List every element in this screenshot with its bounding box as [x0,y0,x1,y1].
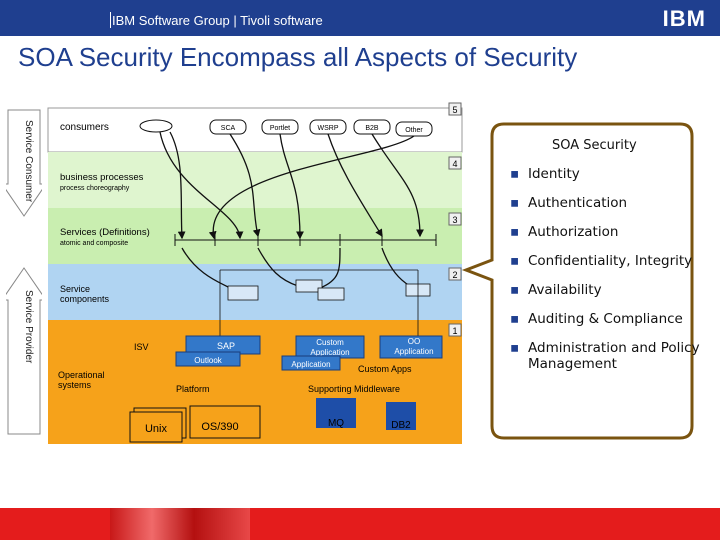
consumer-ellipse [139,119,173,133]
service-components [219,269,431,340]
outlook-box: Outlook [175,351,241,367]
security-item-auditing: ▪Auditing & Compliance [510,311,683,327]
service-consumer-label: Service Consumer [23,120,34,203]
svg-text:WSRP: WSRP [318,125,339,132]
business-processes-label: business processes [60,172,144,183]
bullet-icon: ▪ [510,166,520,182]
bullet-icon: ▪ [510,195,520,211]
svg-text:Application: Application [394,347,433,356]
security-list: ▪Identity ▪Authentication ▪Authorization… [510,166,710,385]
service-provider-label: Service Provider [23,290,34,364]
side-arrows [6,109,42,435]
svg-text:1: 1 [452,326,457,336]
svg-text:Application: Application [310,348,349,357]
mq-box: MQ [316,398,356,429]
db2-box: DB2 [386,402,416,431]
layer-number-1: 1 [448,323,462,337]
svg-text:Application: Application [291,360,330,369]
service-components-label-2: components [60,294,110,304]
svg-text:MQ: MQ [328,418,344,429]
svg-text:B2B: B2B [365,125,379,132]
svg-text:SAP: SAP [217,341,235,351]
page-title: SOA Security Encompass all Aspects of Se… [18,42,578,72]
consumer-arrow [6,109,42,217]
svg-text:OO: OO [408,337,420,346]
platform-label: Platform [176,384,210,394]
channel-wsrp: WSRP [309,119,347,135]
security-title: SOA Security [552,138,637,153]
security-panel-border [461,122,694,440]
operational-systems-label: Operational [58,370,105,380]
svg-text:DB2: DB2 [391,420,411,431]
bullet-icon: ▪ [510,253,520,269]
layer-number-4: 4 [448,156,462,170]
layer-4 [48,152,462,208]
header-separator [110,12,111,28]
svg-text:4: 4 [452,159,457,169]
svg-text:Outlook: Outlook [194,356,223,365]
svg-text:Custom: Custom [316,338,344,347]
group-text: IBM Software Group | Tivoli software [112,13,323,28]
channel-sca: SCA [209,119,247,135]
consumers-label: consumers [60,122,109,133]
bullet-icon: ▪ [510,311,520,327]
footer-image-strip [110,508,250,540]
security-item-identity: ▪Identity [510,166,580,182]
security-item-authentication: ▪Authentication [510,195,628,211]
security-item-confidentiality: ▪Confidentiality, Integrity [510,253,693,269]
svg-text:Unix: Unix [145,423,168,435]
security-item-authorization: ▪Authorization [510,224,619,240]
os390-box: OS/390 [189,405,261,439]
layer-number-3: 3 [448,212,462,226]
operational-systems-label-2: systems [58,380,92,390]
sap-box: SAP [185,335,261,355]
header-bar: IBM Software Group | Tivoli software IBM [0,0,720,36]
supporting-middleware-label: Supporting Middleware [308,384,400,394]
footer-bar [0,508,720,540]
atomic-composite-label: atomic and composite [60,240,128,247]
ibm-logo: IBM [662,6,706,31]
bullet-icon: ▪ [510,340,520,356]
channel-b2b: B2B [353,119,391,135]
service-components-label: Service [60,284,90,294]
layer-number-2: 2 [448,267,462,281]
process-choreography-label: process choreography [60,185,130,192]
channel-portlet: Portlet [261,119,299,135]
svg-text:5: 5 [452,105,457,115]
security-item-availability: ▪Availability [510,282,602,298]
layer-number-5: 5 [448,102,462,116]
channel-other: Other [395,121,433,137]
bullet-icon: ▪ [510,282,520,298]
svg-text:OS/390: OS/390 [201,421,238,433]
custom-apps-label: Custom Apps [358,364,412,374]
svg-text:3: 3 [452,215,457,225]
bullet-icon: ▪ [510,224,520,240]
svg-text:SCA: SCA [221,125,236,132]
application-box: Application [281,355,341,371]
services-label: Services (Definitions) [60,227,150,238]
isv-label: ISV [134,342,149,352]
svg-text:2: 2 [452,270,457,280]
services-row [174,234,437,246]
security-item-administration: ▪Administration and Policy Management [510,340,700,372]
svg-text:Other: Other [405,127,423,134]
svg-text:Portlet: Portlet [270,125,290,132]
unix-box: Unix [129,407,187,443]
provider-arrow [6,267,42,435]
